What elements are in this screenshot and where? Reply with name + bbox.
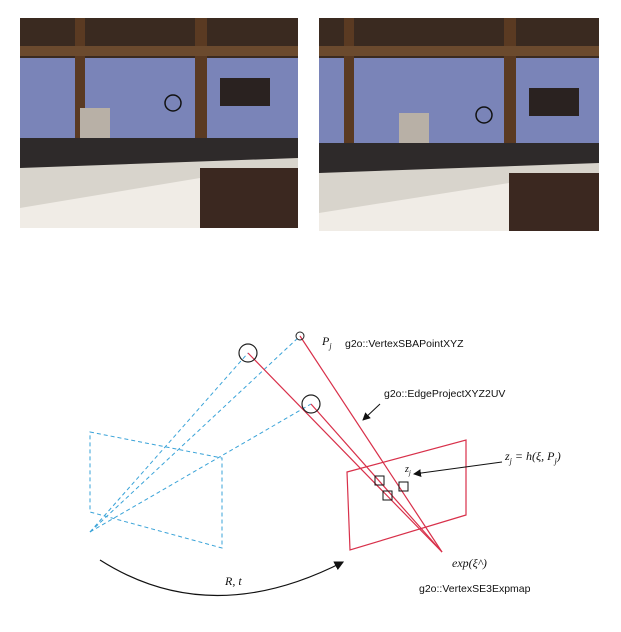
- point-circle-3: [295, 331, 305, 341]
- projection-square-3: [398, 481, 409, 492]
- vertex-pose-label: g2o::VertexSE3Expmap: [419, 583, 531, 595]
- right-camera-frame: [247, 335, 467, 553]
- vertex-point-label: g2o::VertexSBAPointXYZ: [345, 338, 464, 350]
- left-camera-frustum: [89, 335, 312, 549]
- point-circle-1: [238, 343, 258, 363]
- edge-arrow: [362, 403, 381, 421]
- projection-square-2: [382, 490, 393, 501]
- motion-label: R, t: [225, 574, 242, 588]
- exp-label: exp(ξ^): [452, 556, 487, 570]
- edge-label: g2o::EdgeProjectXYZ2UV: [384, 388, 506, 400]
- point-label: Pj: [322, 334, 332, 351]
- observation-arrow: [413, 461, 503, 478]
- observation-equation: zj = h(ξ, Pj): [505, 449, 561, 466]
- motion-arrow: [99, 559, 345, 597]
- projection-square-1: [374, 475, 385, 486]
- left-frame-photo: [20, 18, 298, 228]
- right-frame-photo: [319, 18, 599, 231]
- projection-z-label: zj: [405, 464, 411, 477]
- point-circle-2: [301, 394, 321, 414]
